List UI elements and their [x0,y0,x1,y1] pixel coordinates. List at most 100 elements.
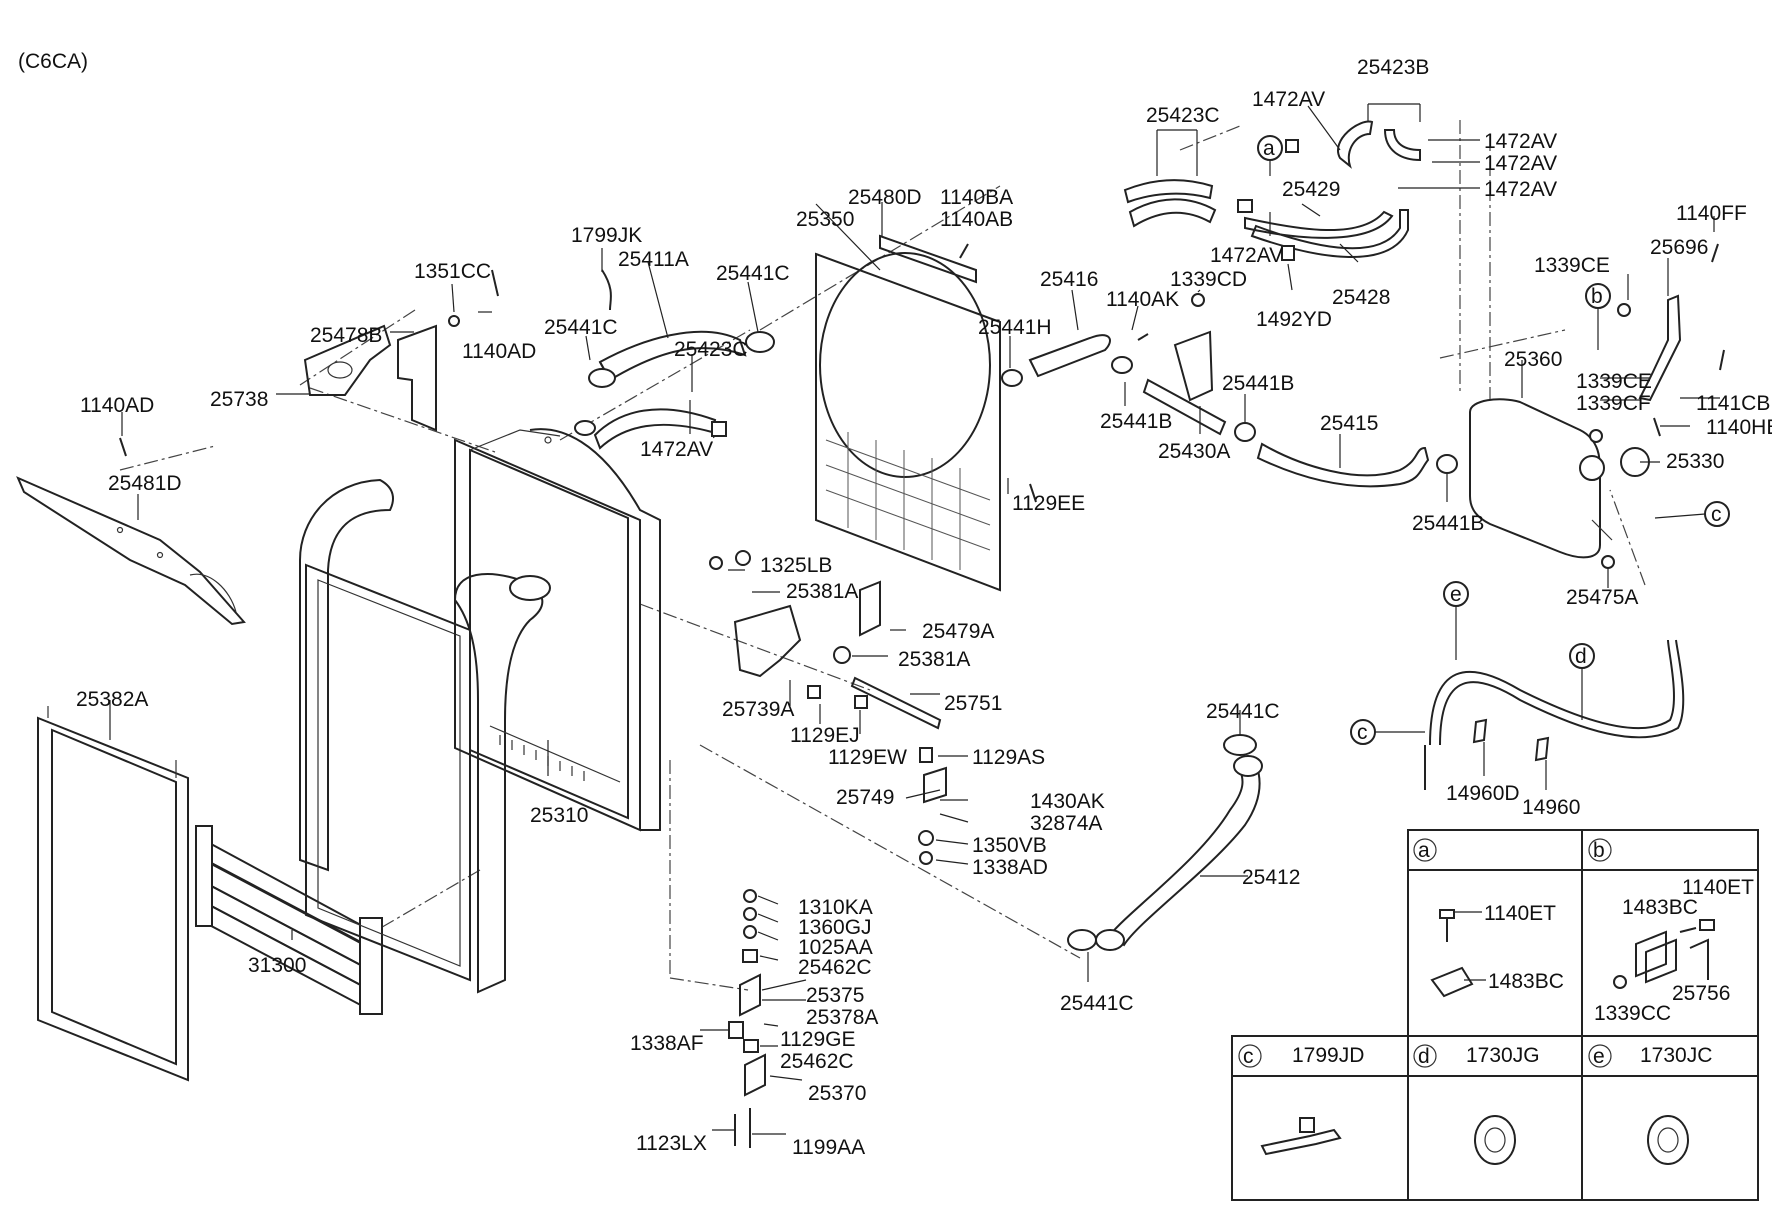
label-25441C-a: 25441C [716,262,790,285]
intercooler-duct [299,478,551,994]
callout-a-main: a [1257,135,1283,176]
label-25481D: 25481D [108,472,182,495]
svg-text:b: b [1593,839,1605,862]
assembly-guide-lines [119,120,1646,991]
label-1129GE: 1129GE [780,1028,856,1051]
label-1492YD: 1492YD [1256,308,1332,331]
callout-e-hose: e [1443,581,1469,660]
detail-b-part4: 25756 [1672,982,1730,1005]
bracket-25478B [397,324,437,432]
detail-cell-d: d 1730JG [1413,1044,1540,1165]
label-1338AD: 1338AD [972,856,1048,879]
lower-mount-stack [728,889,766,1148]
bracket-assembly-25739A [709,550,947,865]
label-25478B: 25478B [310,324,382,347]
label-25480D: 25480D [848,186,922,209]
label-1360GJ: 1360GJ [798,916,872,939]
leader-lines [109,103,1720,1135]
pipes-25429-25428 [1237,139,1409,258]
label-25375: 25375 [806,984,864,1007]
detail-b-part3: 1339CC [1594,1002,1671,1025]
label-1140AD-a: 1140AD [462,340,536,363]
bracket-25696 [1638,294,1682,402]
label-25378A: 25378A [806,1006,878,1029]
air-guide-25481D [16,476,246,626]
label-1339CD: 1339CD [1170,268,1247,291]
svg-text:e: e [1450,583,1462,606]
label-25749: 25749 [836,786,894,809]
label-25479A: 25479A [922,620,994,643]
part-labels: 25423B 1472AV 25423C 1472AV 1472AV 25429… [76,56,1772,1159]
label-1325LB: 1325LB [760,554,832,577]
label-1140AK: 1140AK [1106,288,1179,311]
label-14960: 14960 [1522,796,1580,819]
label-25412: 25412 [1242,866,1300,889]
svg-text:e: e [1593,1045,1605,1068]
label-25462C-b: 25462C [780,1050,854,1073]
label-25370: 25370 [808,1082,866,1105]
label-25381A-a: 25381A [786,580,858,603]
detail-table: a 1140ET 1483BC b 1140ET 1483BC 1339CC 2… [1231,829,1759,1201]
label-1129EW: 1129EW [828,746,907,769]
detail-cell-b: b 1140ET 1483BC 1339CC 25756 [1588,838,1754,1025]
label-25381A-b: 25381A [898,648,970,671]
label-25430A: 25430A [1158,440,1230,463]
svg-text:d: d [1575,645,1587,668]
detail-b-part1: 1140ET [1682,876,1754,899]
label-1339CF: 1339CF [1576,392,1651,415]
callout-d-hose: d [1569,643,1595,720]
hose-25412 [1067,734,1263,951]
label-25441B-c: 25441B [1412,512,1484,535]
radiator-25310 [454,428,661,832]
label-25441C-d: 25441C [1060,992,1134,1015]
label-1310KA: 1310KA [798,896,873,919]
label-25416: 25416 [1040,268,1098,291]
label-1472AV-r3: 1472AV [1484,178,1557,201]
label-25428: 25428 [1332,286,1390,309]
label-1199AA: 1199AA [792,1136,865,1159]
detail-a-part2: 1483BC [1488,970,1564,993]
label-1141CB: 1141CB [1696,392,1770,415]
label-25423C-top: 25423C [1146,104,1220,127]
hoses-25423B [1337,120,1421,169]
label-25411A: 25411A [618,248,689,271]
pipe-25430A [1142,330,1256,442]
svg-text:c: c [1357,721,1368,744]
label-25423B: 25423B [1357,56,1429,79]
reservoir-25360 [1469,398,1650,569]
label-1472AV-mid: 1472AV [1210,244,1283,267]
label-1140AD-b: 1140AD [80,394,154,417]
callout-c-main: c [1654,501,1730,527]
label-25429: 25429 [1282,178,1340,201]
label-1350VB: 1350VB [972,834,1047,857]
label-1339CE-a: 1339CE [1534,254,1610,277]
detail-a-part1: 1140ET [1484,902,1556,925]
fan-shroud-25350 [815,234,1001,592]
label-25441H: 25441H [978,316,1052,339]
callout-c-hose: c [1350,719,1425,745]
label-1338AF: 1338AF [630,1032,704,1055]
svg-text:b: b [1591,285,1603,308]
label-25415: 25415 [1320,412,1378,435]
label-25462C-a: 25462C [798,956,872,979]
small-fasteners [119,243,1725,762]
label-25310: 25310 [530,804,588,827]
label-1799JK: 1799JK [571,224,642,247]
overflow-hose [1424,639,1685,790]
label-1472AV-r1: 1472AV [1484,130,1557,153]
detail-cell-e: e 1730JC [1588,1044,1712,1165]
label-25696: 25696 [1650,236,1708,259]
label-14960D: 14960D [1446,782,1520,805]
label-25441C-c: 25441C [1206,700,1280,723]
label-25423C-mid: 25423C [674,338,748,361]
detail-d-part: 1730JG [1466,1044,1540,1067]
label-25739A: 25739A [722,698,794,721]
detail-b-part2: 1483BC [1622,896,1698,919]
label-1025AA: 1025AA [798,936,873,959]
bracket-25738 [303,324,392,396]
detail-c-part: 1799JD [1292,1044,1364,1067]
hose-25415 [1256,442,1458,488]
label-1129EJ: 1129EJ [790,724,860,747]
oil-cooler-31300 [195,825,383,1015]
